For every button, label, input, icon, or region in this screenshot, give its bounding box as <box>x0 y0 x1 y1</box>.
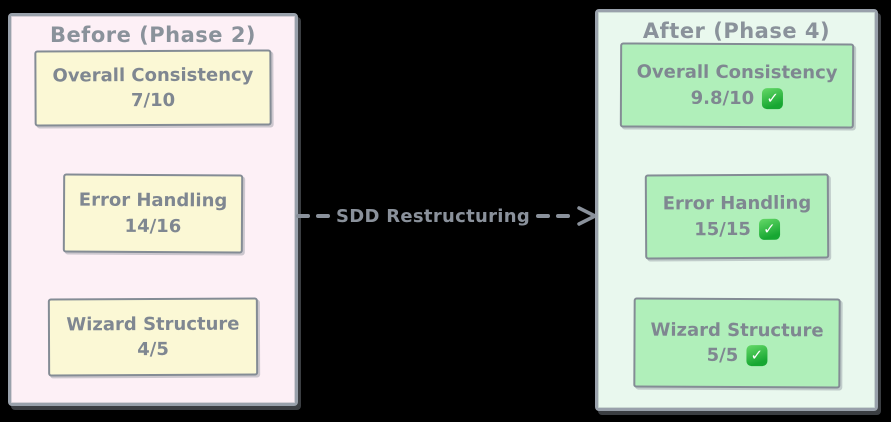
metric-score: 15/15 <box>693 218 751 240</box>
panel-after-title: After (Phase 4) <box>642 19 831 43</box>
arrow-dash <box>536 214 551 218</box>
metric-label: Wizard Structure <box>649 319 824 342</box>
metric-label: Overall Consistency <box>52 64 254 87</box>
metric-box-overall-consistency-after: Overall Consistency 9.8/10 ✓ <box>619 42 854 129</box>
metric-box-overall-consistency-before: Overall Consistency 7/10 <box>34 49 272 127</box>
arrow-dash <box>556 214 571 218</box>
metric-label: Error Handling <box>662 192 811 215</box>
check-icon: ✓ <box>761 87 783 109</box>
metric-box-wizard-structure-before: Wizard Structure 4/5 <box>47 297 259 377</box>
metric-score: 5/5 <box>706 344 738 367</box>
panel-before-title: Before (Phase 2) <box>49 23 257 47</box>
metric-score: 4/5 <box>137 338 169 361</box>
metric-label: Error Handling <box>78 189 228 212</box>
metric-score: 7/10 <box>130 89 176 112</box>
check-icon: ✓ <box>745 345 767 367</box>
panel-before: Before (Phase 2) Overall Consistency 7/1… <box>8 13 298 406</box>
panel-after: After (Phase 4) Overall Consistency 9.8/… <box>595 9 878 411</box>
metric-score: 9.8/10 <box>690 87 754 109</box>
metric-label: Wizard Structure <box>66 313 240 336</box>
arrow-dash <box>295 214 310 218</box>
metric-label: Overall Consistency <box>636 61 838 84</box>
metric-box-wizard-structure-after: Wizard Structure 5/5 ✓ <box>632 297 841 389</box>
metric-score: 14/16 <box>124 215 182 237</box>
check-icon: ✓ <box>758 218 780 240</box>
metric-box-error-handling-before: Error Handling 14/16 <box>62 173 244 254</box>
arrow-dash <box>315 214 330 218</box>
metric-box-error-handling-after: Error Handling 15/15 ✓ <box>644 173 829 260</box>
transform-arrow: SDD Restructuring <box>295 196 597 236</box>
arrow-label: SDD Restructuring <box>335 205 531 227</box>
